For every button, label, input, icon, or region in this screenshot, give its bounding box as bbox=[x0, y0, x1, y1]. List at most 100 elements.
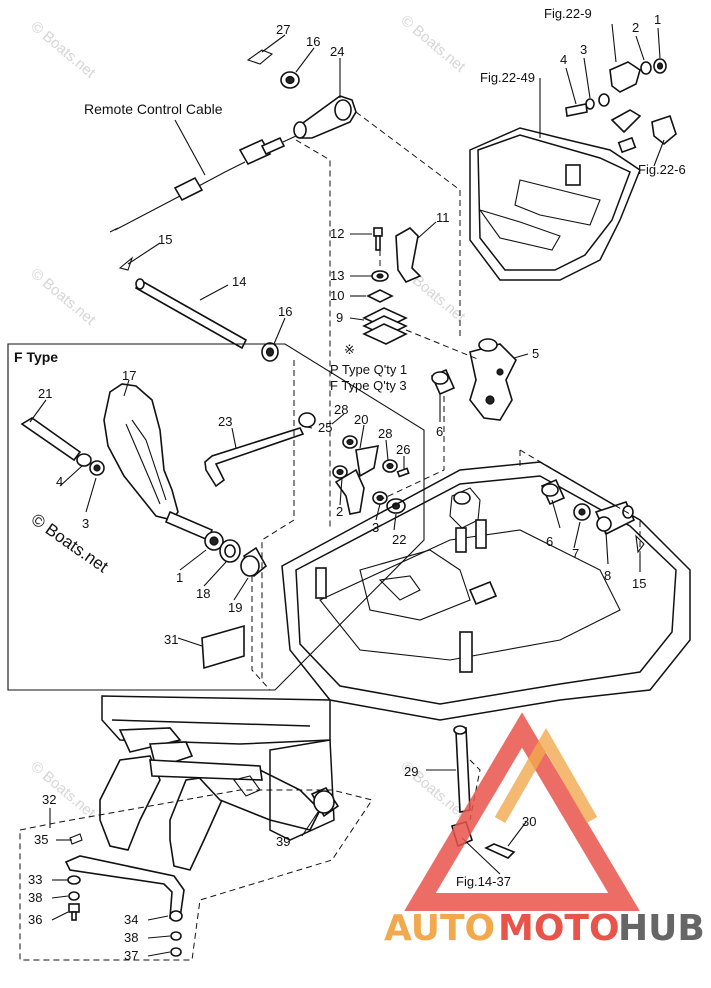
part-13-washer bbox=[371, 270, 389, 282]
part-36-bolt bbox=[68, 903, 80, 921]
assembly-guide-lines bbox=[251, 111, 641, 821]
part-15-clip bbox=[118, 256, 134, 271]
callout-18: 18 bbox=[196, 586, 210, 601]
part-8-joint bbox=[594, 501, 636, 536]
part-24-cable-joint bbox=[293, 95, 357, 139]
part-12-bolt bbox=[373, 227, 383, 251]
part-6-collar-b bbox=[540, 478, 566, 506]
logo-auto: AUTO bbox=[384, 908, 495, 949]
callout-3-top: 3 bbox=[580, 42, 587, 57]
part-28-washer-b bbox=[382, 459, 398, 473]
part-23-rod bbox=[204, 427, 305, 488]
callout-14: 14 bbox=[232, 274, 246, 289]
callout-5: 5 bbox=[532, 346, 539, 361]
part-2-lever bbox=[609, 61, 641, 93]
part-11-link bbox=[395, 227, 422, 283]
callout-12: 12 bbox=[330, 226, 344, 241]
part-38-washer-a bbox=[68, 891, 80, 901]
callout-26: 26 bbox=[396, 442, 410, 457]
callout-15-right: 15 bbox=[632, 576, 646, 591]
callout-16-top: 16 bbox=[306, 34, 320, 49]
part-33-collar bbox=[67, 875, 81, 885]
part-25-bushing bbox=[298, 412, 316, 428]
part-17-handle bbox=[103, 383, 179, 521]
lower-bracket-assembly bbox=[99, 695, 340, 871]
callout-7: 7 bbox=[572, 546, 579, 561]
part-38-washer-b bbox=[170, 931, 182, 941]
callout-31: 31 bbox=[164, 632, 178, 647]
label-remote-control-cable: Remote Control Cable bbox=[84, 101, 223, 117]
note-mark: ※ bbox=[344, 342, 355, 357]
label-f-type: F Type bbox=[14, 349, 58, 365]
f-type-inset bbox=[7, 343, 425, 691]
callout-38-left: 38 bbox=[28, 890, 42, 905]
callout-4-top: 4 bbox=[560, 52, 567, 67]
callout-numbers: 1 2 3 4 27 16 24 12 11 13 10 9 15 14 16 … bbox=[28, 12, 661, 963]
callout-1-top: 1 bbox=[654, 12, 661, 27]
callout-37: 37 bbox=[124, 948, 138, 963]
part-34-bushing bbox=[169, 910, 183, 922]
bottom-cowling-reference bbox=[469, 58, 677, 281]
label-fig-22-9: Fig.22-9 bbox=[544, 6, 592, 21]
callout-32: 32 bbox=[42, 792, 56, 807]
callout-29: 29 bbox=[404, 764, 418, 779]
inset-copyright: © Boats.net bbox=[28, 510, 112, 577]
automotohub-logo: AUTO MOTO HUB bbox=[384, 712, 705, 949]
watermark-5: © Boats.net bbox=[27, 758, 99, 822]
label-fig-22-6: Fig.22-6 bbox=[638, 162, 686, 177]
part-4-bolt bbox=[565, 103, 588, 117]
callout-39: 39 bbox=[276, 834, 290, 849]
part-shift-arm-link bbox=[64, 855, 185, 919]
callout-35: 35 bbox=[34, 832, 48, 847]
part-27-clip bbox=[246, 49, 274, 65]
callout-20: 20 bbox=[354, 412, 368, 427]
callout-11: 11 bbox=[436, 210, 450, 225]
bottom-cowling bbox=[281, 461, 691, 721]
callout-34: 34 bbox=[124, 912, 138, 927]
callout-19: 19 bbox=[228, 600, 242, 615]
labels: Remote Control Cable F Type Fig.22-9 Fig… bbox=[14, 6, 686, 889]
part-3-washer bbox=[372, 491, 388, 505]
part-6-collar-a bbox=[430, 368, 456, 396]
part-10-plate bbox=[366, 289, 394, 303]
logo-moto: MOTO bbox=[498, 908, 620, 949]
callout-30: 30 bbox=[522, 814, 536, 829]
callout-27: 27 bbox=[276, 22, 290, 37]
callout-6-right: 6 bbox=[546, 534, 553, 549]
callout-16-mid: 16 bbox=[278, 304, 292, 319]
callout-21: 21 bbox=[38, 386, 52, 401]
callout-28-b: 28 bbox=[378, 426, 392, 441]
callout-15-top: 15 bbox=[158, 232, 172, 247]
part-5-lever bbox=[469, 338, 517, 421]
callout-10: 10 bbox=[330, 288, 344, 303]
watermark-1: © Boats.net bbox=[27, 18, 99, 82]
part-35-pin bbox=[69, 833, 83, 845]
part-30-pin bbox=[484, 843, 516, 859]
part-4-washer-f bbox=[76, 453, 92, 467]
part-37-nut bbox=[170, 947, 182, 957]
part-bracket-arm bbox=[334, 468, 365, 515]
part-7-star-washer bbox=[573, 503, 591, 521]
callout-6-mid: 6 bbox=[436, 424, 443, 439]
part-16-washer-top bbox=[280, 71, 300, 89]
part-20-bracket bbox=[355, 445, 379, 478]
part-32-kit-outline bbox=[19, 789, 373, 961]
watermark-3: © Boats.net bbox=[27, 265, 99, 329]
callout-13: 13 bbox=[330, 268, 344, 283]
label-fig-14-37: Fig.14-37 bbox=[456, 874, 511, 889]
part-21-bolt bbox=[20, 417, 82, 462]
callout-38-right: 38 bbox=[124, 930, 138, 945]
callout-4-f: 4 bbox=[56, 474, 63, 489]
callout-3-mid: 3 bbox=[372, 520, 379, 535]
callout-8: 8 bbox=[604, 568, 611, 583]
callout-23: 23 bbox=[218, 414, 232, 429]
callout-28-a: 28 bbox=[334, 402, 348, 417]
label-fig-22-49: Fig.22-49 bbox=[480, 70, 535, 85]
callout-33: 33 bbox=[28, 872, 42, 887]
label-f-type-qty: F Type Q'ty 3 bbox=[330, 378, 407, 393]
callout-17: 17 bbox=[122, 368, 136, 383]
part-14-shift-rod bbox=[134, 278, 248, 350]
callout-22: 22 bbox=[392, 532, 406, 547]
callout-2-top: 2 bbox=[632, 20, 639, 35]
